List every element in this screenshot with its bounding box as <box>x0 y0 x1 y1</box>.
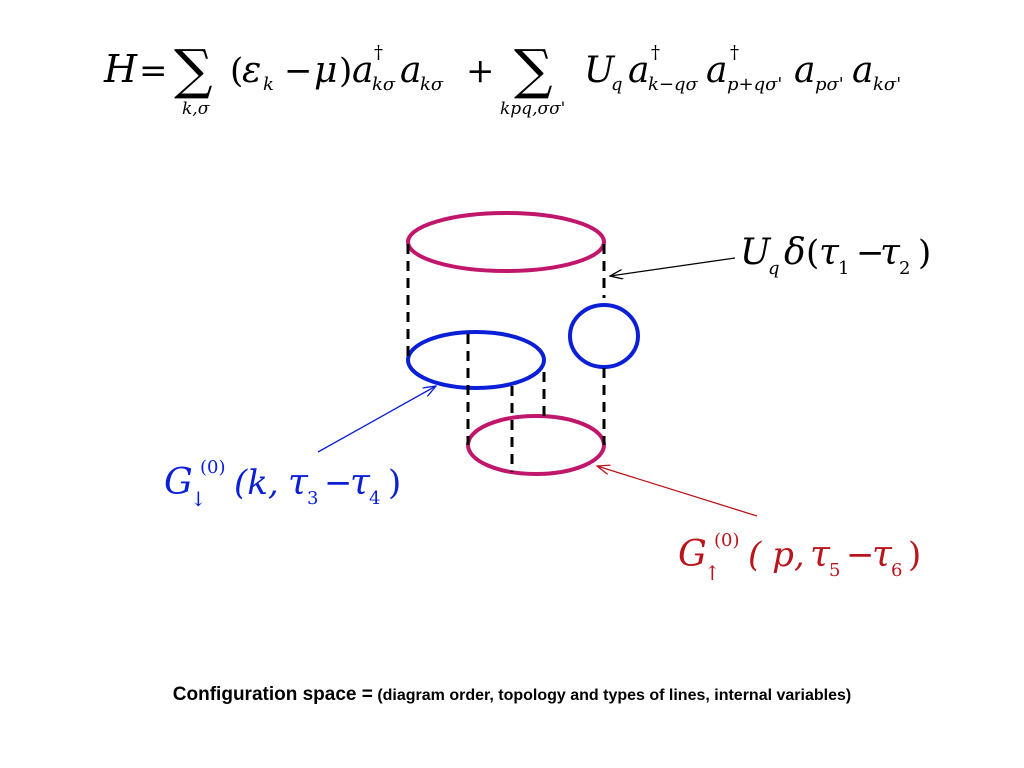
spin-up-propagator-label: G ↑ (0) ( p, τ 5 − τ 6 ) <box>678 530 921 585</box>
hamiltonian-H: H <box>103 47 138 91</box>
configuration-space-caption: Configuration space = (diagram order, to… <box>0 684 1024 706</box>
gdown-tau3-index: 3 <box>307 488 318 509</box>
pointer-arrows <box>317 257 758 517</box>
blue-loop-right <box>568 303 640 369</box>
operator-a1: a <box>352 50 373 91</box>
magenta-loop-bottom <box>466 414 606 476</box>
sum-symbol-1: ∑ <box>174 38 213 101</box>
magenta-loop-top <box>406 211 606 273</box>
mu: μ <box>314 50 337 91</box>
gdown-tau4: τ <box>350 462 371 503</box>
epsilon-subscript: k <box>263 74 274 95</box>
sum2-subscript: kpq,σσ' <box>500 99 565 119</box>
a5-subscript: pσ' <box>815 74 844 95</box>
gup-arrow: ↑ <box>704 561 721 585</box>
arrow-to-magenta-loop <box>597 466 758 517</box>
label-delta: δ <box>784 232 806 273</box>
gup-tau5: τ <box>810 534 831 575</box>
equals-sign: = <box>139 51 168 91</box>
operator-a6: a <box>852 50 873 91</box>
open-paren: ( <box>230 51 243 91</box>
interaction-lines <box>406 244 606 472</box>
label-U-subscript: q <box>768 258 780 279</box>
dagger-3: † <box>730 42 739 63</box>
gup-tau6-index: 6 <box>891 560 902 581</box>
gdown-arrow: ↓ <box>190 487 207 511</box>
dagger-2: † <box>651 42 660 63</box>
interaction-label: U q δ ( τ 1 − τ 2 ) <box>740 232 931 279</box>
gdown-args: (k, <box>234 463 279 503</box>
hamiltonian-formula: H = ∑ k,σ ( ε k − μ ) a † kσ a kσ + ∑ kp… <box>103 38 901 119</box>
gup-args: ( p, <box>748 535 805 575</box>
a2-subscript: kσ <box>420 74 444 95</box>
spin-down-propagator-label: G ↓ (0) (k, τ 3 − τ 4 ) <box>164 457 401 511</box>
arrow-to-interaction <box>610 257 736 276</box>
minus-sign: − <box>284 51 313 91</box>
arrow-to-blue-loop <box>317 386 436 453</box>
gup-tau5-index: 5 <box>829 560 840 581</box>
label-tau1: τ <box>819 232 840 273</box>
label-open-paren: ( <box>806 233 819 273</box>
close-paren: ) <box>339 51 352 91</box>
label-tau1-index: 1 <box>838 258 849 279</box>
gdown-tau3: τ <box>288 462 309 503</box>
caption-main: Configuration space = <box>172 684 373 705</box>
a1-subscript: kσ <box>372 74 396 95</box>
gup-close: ) <box>908 535 921 575</box>
dagger-1: † <box>374 42 383 63</box>
operator-a5: a <box>794 50 815 91</box>
blue-loop-left <box>406 330 546 390</box>
operator-a4: a <box>706 50 727 91</box>
U-subscript: q <box>611 74 623 95</box>
label-tau2: τ <box>880 232 901 273</box>
interaction-U: U <box>584 50 616 91</box>
sum1-subscript: k,σ <box>182 99 210 119</box>
plus-sign: + <box>466 51 495 91</box>
gup-order: (0) <box>714 530 740 551</box>
operator-a2: a <box>400 50 421 91</box>
caption-sub: (diagram order, topology and types of li… <box>377 687 852 704</box>
label-minus: − <box>856 233 885 273</box>
a4-subscript: p+qσ' <box>727 74 782 95</box>
gup-G: G <box>678 534 707 575</box>
gdown-close: ) <box>388 463 401 503</box>
label-U: U <box>740 232 772 273</box>
gdown-minus: − <box>324 463 353 503</box>
gdown-G: G <box>164 462 193 503</box>
operator-a3: a <box>628 50 649 91</box>
label-close-paren: ) <box>918 233 931 273</box>
a6-subscript: kσ' <box>873 74 901 95</box>
epsilon: ε <box>242 50 261 91</box>
label-tau2-index: 2 <box>899 258 910 279</box>
sum-symbol-2: ∑ <box>514 38 553 101</box>
a3-subscript: k−qσ <box>648 74 699 95</box>
gup-minus: − <box>846 535 875 575</box>
gdown-order: (0) <box>200 457 226 478</box>
gup-tau6: τ <box>872 534 893 575</box>
gdown-tau4-index: 4 <box>369 488 380 509</box>
